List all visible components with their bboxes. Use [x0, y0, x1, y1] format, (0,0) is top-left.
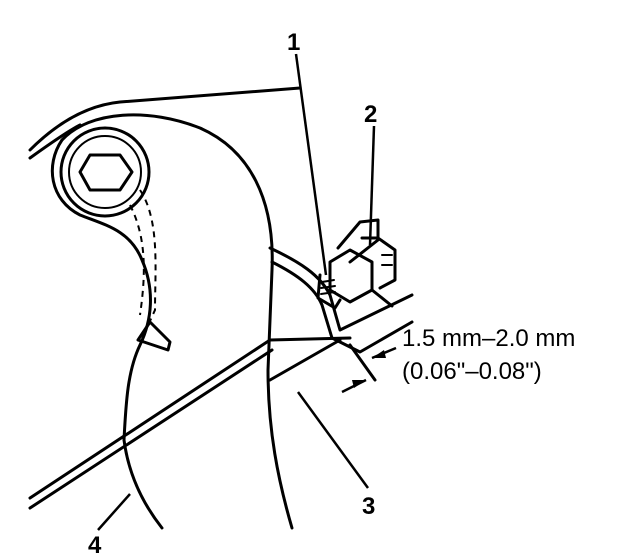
lever-arm — [50, 113, 294, 530]
bracket-plate — [268, 246, 414, 382]
pivot-bolt — [59, 126, 157, 333]
long-rod — [28, 336, 352, 510]
housing-outline — [28, 86, 302, 160]
callout-1-label: 1 — [287, 29, 300, 56]
clearance-dimension — [341, 346, 397, 394]
clearance-spec-metric: 1.5 mm–2.0 mm — [402, 325, 575, 352]
clearance-spec-imperial: (0.06"–0.08") — [402, 358, 542, 385]
callout-3-label: 3 — [362, 493, 375, 520]
adjuster-assembly — [316, 218, 397, 310]
callout-4-label: 4 — [88, 532, 102, 558]
callout-leaders — [97, 53, 376, 531]
callout-2-label: 2 — [364, 101, 377, 128]
